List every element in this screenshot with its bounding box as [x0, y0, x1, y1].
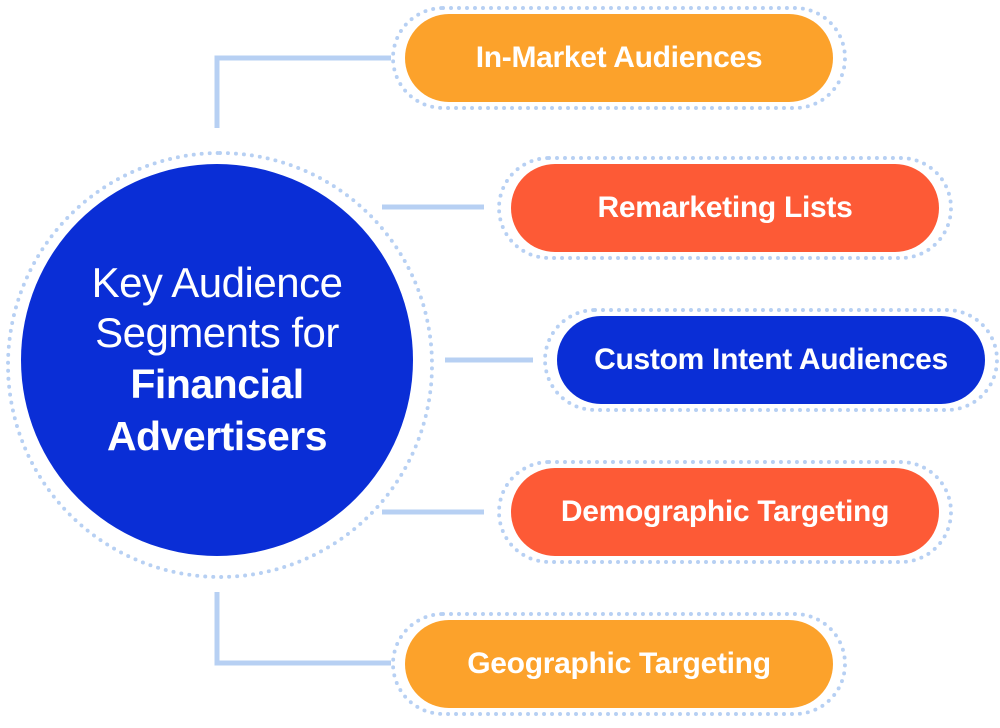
segment-remarketing-lists: Remarketing Lists — [511, 164, 939, 252]
connector-geographic — [214, 592, 391, 666]
hub-circle: Key Audience Segments for Financial Adve… — [21, 164, 413, 556]
hub-title-line-4: Advertisers — [106, 413, 328, 459]
segment-ring-remarketing — [497, 156, 953, 260]
segment-label: Remarketing Lists — [597, 191, 853, 224]
segment-label: Geographic Targeting — [467, 647, 771, 680]
segment-custom-intent-audiences: Custom Intent Audiences — [557, 316, 985, 404]
segment-ring-geographic — [391, 612, 847, 716]
segment-label: In-Market Audiences — [475, 41, 763, 74]
segment-ring-demographic — [497, 460, 953, 564]
segment-ring-in-market — [391, 6, 847, 110]
segment-in-market-audiences: In-Market Audiences — [405, 14, 833, 102]
segment-geographic-targeting: Geographic Targeting — [405, 620, 833, 708]
hub-title-line-1: Key Audience — [91, 259, 343, 306]
connector-in-market — [214, 55, 391, 128]
hub-title-line-3: Financial — [130, 361, 304, 407]
hub-title-line-2: Segments for — [95, 309, 339, 356]
segment-demographic-targeting: Demographic Targeting — [511, 468, 939, 556]
segment-label: Custom Intent Audiences — [594, 343, 948, 376]
segment-label: Demographic Targeting — [560, 495, 890, 528]
segment-ring-custom-intent — [543, 308, 999, 412]
hub-dotted-ring — [6, 151, 434, 579]
